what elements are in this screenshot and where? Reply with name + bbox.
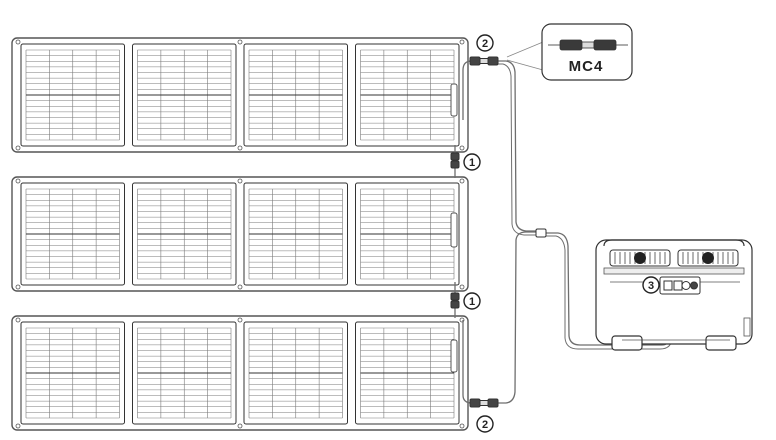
extension-cable-top [497,61,538,231]
solar-module [356,44,460,146]
solar-panel-array [12,38,468,430]
svg-text:2: 2 [482,419,488,431]
extension-cable-bottom [497,232,538,403]
solar-panel [12,316,468,430]
mc4-callout: MC4 [507,24,632,80]
callout-3-input: 3 [643,277,659,293]
solar-module [133,44,237,146]
callout-1-lower: 1 [464,293,480,309]
solar-module [244,322,348,424]
svg-text:1: 1 [469,157,475,169]
solar-module [133,183,237,285]
solar-module [356,322,460,424]
solar-module [21,44,125,146]
svg-text:1: 1 [469,296,475,308]
callout-1-upper: 1 [464,154,480,170]
mc4-plug-top [470,57,498,65]
solar-module [133,322,237,424]
mc4-label: MC4 [569,58,604,75]
solar-panel [12,38,468,152]
y-branch-connector [536,229,546,237]
svg-text:2: 2 [482,38,488,50]
solar-module [244,183,348,285]
solar-module [356,183,460,285]
power-station-port-panel [660,277,700,294]
cable-harness [455,61,672,403]
parallel-connector-lower [451,293,459,308]
callout-2-top: 2 [477,35,493,51]
callout-2-bottom: 2 [477,416,493,432]
solar-module [244,44,348,146]
solar-module [21,322,125,424]
parallel-connector-upper [451,153,459,168]
extension-cable-top-2 [497,64,538,235]
svg-text:3: 3 [648,280,654,292]
solar-panel [12,177,468,291]
mc4-plug-bottom [470,399,498,407]
solar-module [21,183,125,285]
